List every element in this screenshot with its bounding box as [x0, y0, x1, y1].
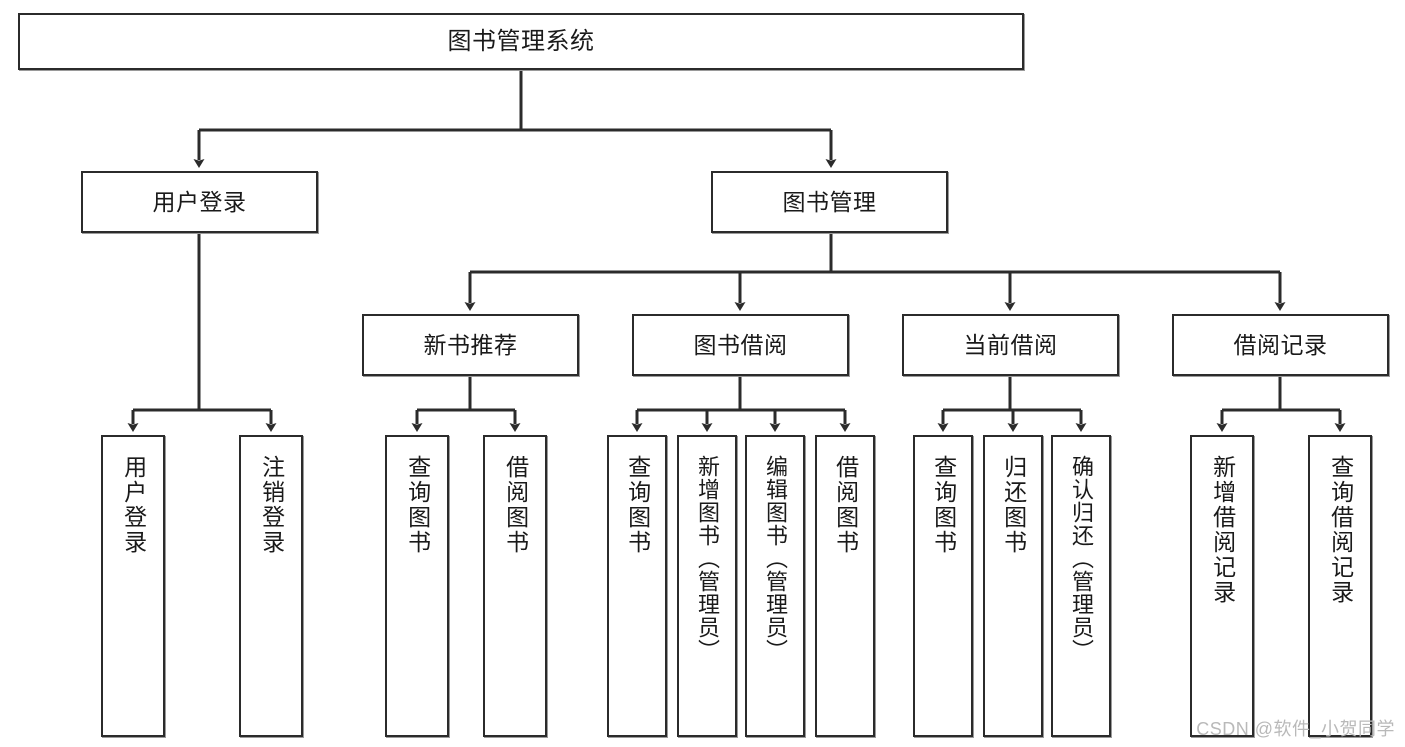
node-book-manage-label: 图书管理	[782, 188, 877, 215]
node-leaf-borrow-book-2[interactable]: 借阅图书	[815, 435, 875, 737]
node-leaf-return-book-label: 归还图书	[1000, 455, 1027, 555]
node-leaf-add-record-label: 新增借阅记录	[1209, 455, 1236, 605]
node-leaf-query-book-2[interactable]: 查询图书	[607, 435, 667, 737]
node-current-borrow[interactable]: 当前借阅	[902, 314, 1119, 376]
node-leaf-user-login[interactable]: 用户登录	[101, 435, 165, 737]
node-leaf-borrow-book-1[interactable]: 借阅图书	[483, 435, 547, 737]
node-user-login-label: 用户登录	[152, 188, 247, 215]
node-leaf-query-book-1[interactable]: 查询图书	[385, 435, 449, 737]
node-leaf-query-record-label: 查询借阅记录	[1327, 455, 1354, 605]
node-leaf-user-logout[interactable]: 注销登录	[239, 435, 303, 737]
node-leaf-edit-book-label: 编辑图书（管理员）	[762, 455, 788, 662]
node-book-borrow-label: 图书借阅	[693, 331, 788, 358]
node-new-book-recommend-label: 新书推荐	[423, 331, 518, 358]
node-leaf-query-record[interactable]: 查询借阅记录	[1308, 435, 1372, 737]
node-new-book-recommend[interactable]: 新书推荐	[362, 314, 579, 376]
node-borrow-record[interactable]: 借阅记录	[1172, 314, 1389, 376]
watermark: CSDN @软件_小贺同学	[1196, 719, 1395, 739]
node-leaf-query-book-2-label: 查询图书	[624, 455, 651, 555]
node-leaf-user-login-label: 用户登录	[120, 455, 147, 555]
node-book-manage[interactable]: 图书管理	[711, 171, 948, 233]
node-book-borrow[interactable]: 图书借阅	[632, 314, 849, 376]
node-current-borrow-label: 当前借阅	[963, 331, 1058, 358]
node-leaf-confirm-return-label: 确认归还（管理员）	[1068, 455, 1094, 662]
node-root[interactable]: 图书管理系统	[18, 13, 1024, 70]
node-leaf-confirm-return[interactable]: 确认归还（管理员）	[1051, 435, 1111, 737]
node-leaf-borrow-book-2-label: 借阅图书	[832, 455, 859, 555]
node-leaf-add-record[interactable]: 新增借阅记录	[1190, 435, 1254, 737]
node-borrow-record-label: 借阅记录	[1233, 331, 1328, 358]
node-leaf-add-book-label: 新增图书（管理员）	[694, 455, 720, 662]
node-leaf-return-book[interactable]: 归还图书	[983, 435, 1043, 737]
node-leaf-borrow-book-1-label: 借阅图书	[502, 455, 529, 555]
node-leaf-query-book-1-label: 查询图书	[404, 455, 431, 555]
node-leaf-query-book-3-label: 查询图书	[930, 455, 957, 555]
node-leaf-add-book[interactable]: 新增图书（管理员）	[677, 435, 737, 737]
node-user-login[interactable]: 用户登录	[81, 171, 318, 233]
node-root-label: 图书管理系统	[447, 27, 595, 55]
node-leaf-edit-book[interactable]: 编辑图书（管理员）	[745, 435, 805, 737]
node-leaf-user-logout-label: 注销登录	[258, 455, 285, 555]
node-leaf-query-book-3[interactable]: 查询图书	[913, 435, 973, 737]
